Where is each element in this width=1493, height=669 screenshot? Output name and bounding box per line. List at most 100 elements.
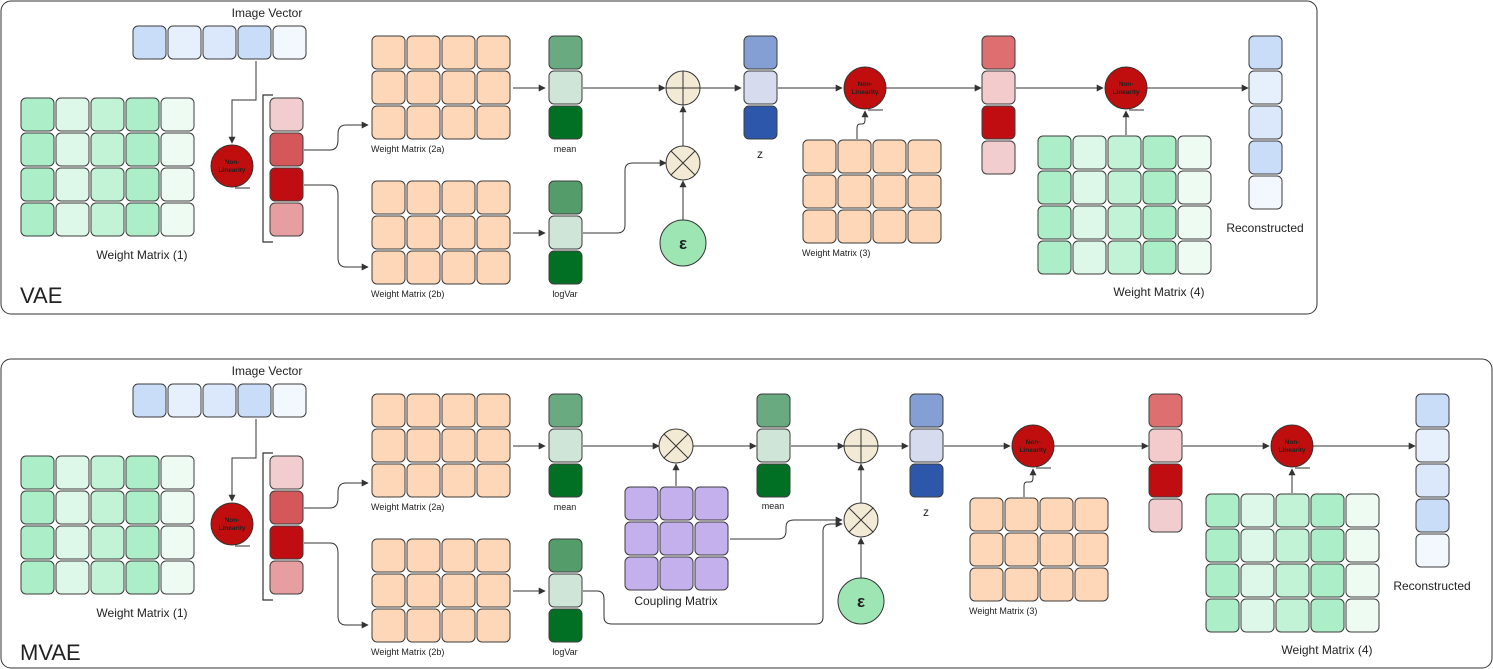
weight-matrix-2b-cell <box>476 608 511 643</box>
weight-matrix-3-cell <box>1004 567 1039 602</box>
logvar-vector-cell <box>548 538 583 573</box>
weight-matrix-3-label: Weight Matrix (3) <box>969 606 1037 616</box>
weight-matrix-2a-cell <box>476 70 511 105</box>
weight-matrix-1-cell <box>125 167 160 202</box>
mean-vector <box>548 35 583 140</box>
image-vector-label: Image Vector <box>232 6 303 20</box>
weight-matrix-4-cell <box>1177 135 1212 170</box>
weight-matrix-1-cell <box>55 97 90 132</box>
reconstructed-vector <box>1415 393 1450 568</box>
logvar-vector-cell <box>548 608 583 643</box>
weight-matrix-1-cell <box>125 560 160 595</box>
weight-matrix-2a-cell <box>441 428 476 463</box>
weight-matrix-1-cell <box>160 167 195 202</box>
hidden-to-w2a-arrow <box>304 479 369 509</box>
coupling-matrix-cell <box>624 521 659 556</box>
logvar-vector-cell <box>548 573 583 608</box>
weight-matrix-2a-cell <box>406 70 441 105</box>
weight-matrix-2b-cell <box>371 538 406 573</box>
z-vector <box>743 35 778 140</box>
weight-matrix-1-cell <box>55 560 90 595</box>
weight-matrix-4-cell <box>1345 598 1380 633</box>
weight-matrix-4-cell <box>1240 563 1275 598</box>
weight-matrix-2b-cell <box>441 573 476 608</box>
weight-matrix-2a <box>371 393 511 498</box>
weight-matrix-4-cell <box>1072 240 1107 275</box>
weight-matrix-3-cell <box>969 497 1004 532</box>
weight-matrix-1-cell <box>90 490 125 525</box>
mean-vector-cell <box>548 428 583 463</box>
z-vector-cell <box>909 393 944 428</box>
weight-matrix-2a-cell <box>476 105 511 140</box>
weight-matrix-4-cell <box>1275 598 1310 633</box>
nonlinearity-1: Non-Linearity <box>210 502 254 547</box>
weight-matrix-1-cell <box>55 132 90 167</box>
weight-matrix-1 <box>20 455 195 595</box>
mean-vector-cell <box>548 393 583 428</box>
weight-matrix-3-cell <box>802 174 837 209</box>
weight-matrix-2a-cell <box>441 35 476 70</box>
hidden-bracket <box>262 94 273 243</box>
logvar-vector <box>548 180 583 285</box>
nonlinearity-label-1: Non- <box>1285 439 1300 446</box>
image-vector-cell <box>167 25 202 60</box>
weight-matrix-1-cell <box>55 525 90 560</box>
vae-title: VAE <box>20 283 62 308</box>
reconstructed-label: Reconstructed <box>1393 579 1470 593</box>
weight-matrix-4-cell <box>1205 563 1240 598</box>
weight-matrix-3 <box>969 497 1109 602</box>
image-vector-cell <box>202 383 237 418</box>
mvae-title: MVAE <box>20 640 81 665</box>
weight-matrix-3-cell <box>837 139 872 174</box>
nonlinearity-label-1: Non- <box>225 517 240 524</box>
coupling-matrix-cell <box>694 486 729 521</box>
weight-matrix-1-cell <box>20 202 55 237</box>
multiply-operator <box>843 502 879 538</box>
weight-matrix-2a-cell <box>476 393 511 428</box>
weight-matrix-1-cell <box>160 455 195 490</box>
weight-matrix-1-cell <box>20 167 55 202</box>
z-vector-cell <box>909 428 944 463</box>
weight-matrix-4-cell <box>1107 240 1142 275</box>
weight-matrix-3-cell <box>1039 567 1074 602</box>
weight-matrix-2b-cell <box>371 608 406 643</box>
reconstructed-vector-cell <box>1248 35 1283 70</box>
hidden-vector-cell <box>269 132 304 167</box>
logvar-label: logVar <box>552 647 577 657</box>
weight-matrix-1-cell <box>90 525 125 560</box>
weight-matrix-4-cell <box>1275 563 1310 598</box>
weight-matrix-1-cell <box>160 97 195 132</box>
weight-matrix-2b-cell <box>406 608 441 643</box>
image-vector-cell <box>237 383 272 418</box>
nonlinearity-label-2: Linearity <box>1019 447 1046 454</box>
decoded-hidden-vector-cell <box>981 70 1016 105</box>
weight-matrix-3-cell <box>907 174 942 209</box>
decoded-hidden-vector-cell <box>1148 498 1183 533</box>
weight-matrix-2b-cell <box>406 573 441 608</box>
hidden-to-w2b-arrow <box>304 184 369 271</box>
weight-matrix-2b-cell <box>406 215 441 250</box>
image-vector-arrow <box>228 61 257 144</box>
epsilon-node: ε <box>837 577 885 625</box>
weight-matrix-4-cell <box>1107 170 1142 205</box>
image-vector-arrow <box>228 419 257 502</box>
weight-matrix-4-cell <box>1072 205 1107 240</box>
coupling-matrix-cell <box>624 556 659 591</box>
logvar-label: logVar <box>552 289 577 299</box>
weight-matrix-2b-cell <box>371 573 406 608</box>
weight-matrix-1-cell <box>55 202 90 237</box>
weight-matrix-3-cell <box>1039 532 1074 567</box>
weight-matrix-3-cell <box>872 209 907 244</box>
weight-matrix-3-cell <box>802 209 837 244</box>
weight-matrix-3-cell <box>907 139 942 174</box>
weight-matrix-2a-cell <box>406 393 441 428</box>
weight-matrix-4-cell <box>1345 528 1380 563</box>
multiply-operator <box>665 145 701 181</box>
weight-matrix-2a-cell <box>406 105 441 140</box>
z-vector-cell <box>743 35 778 70</box>
hidden-vector-cell <box>269 490 304 525</box>
nonlinearity-circle <box>1104 66 1148 110</box>
weight-matrix-1-cell <box>125 202 160 237</box>
weight-matrix-1-cell <box>160 202 195 237</box>
nonlinearity-label-2: Linearity <box>851 89 878 96</box>
